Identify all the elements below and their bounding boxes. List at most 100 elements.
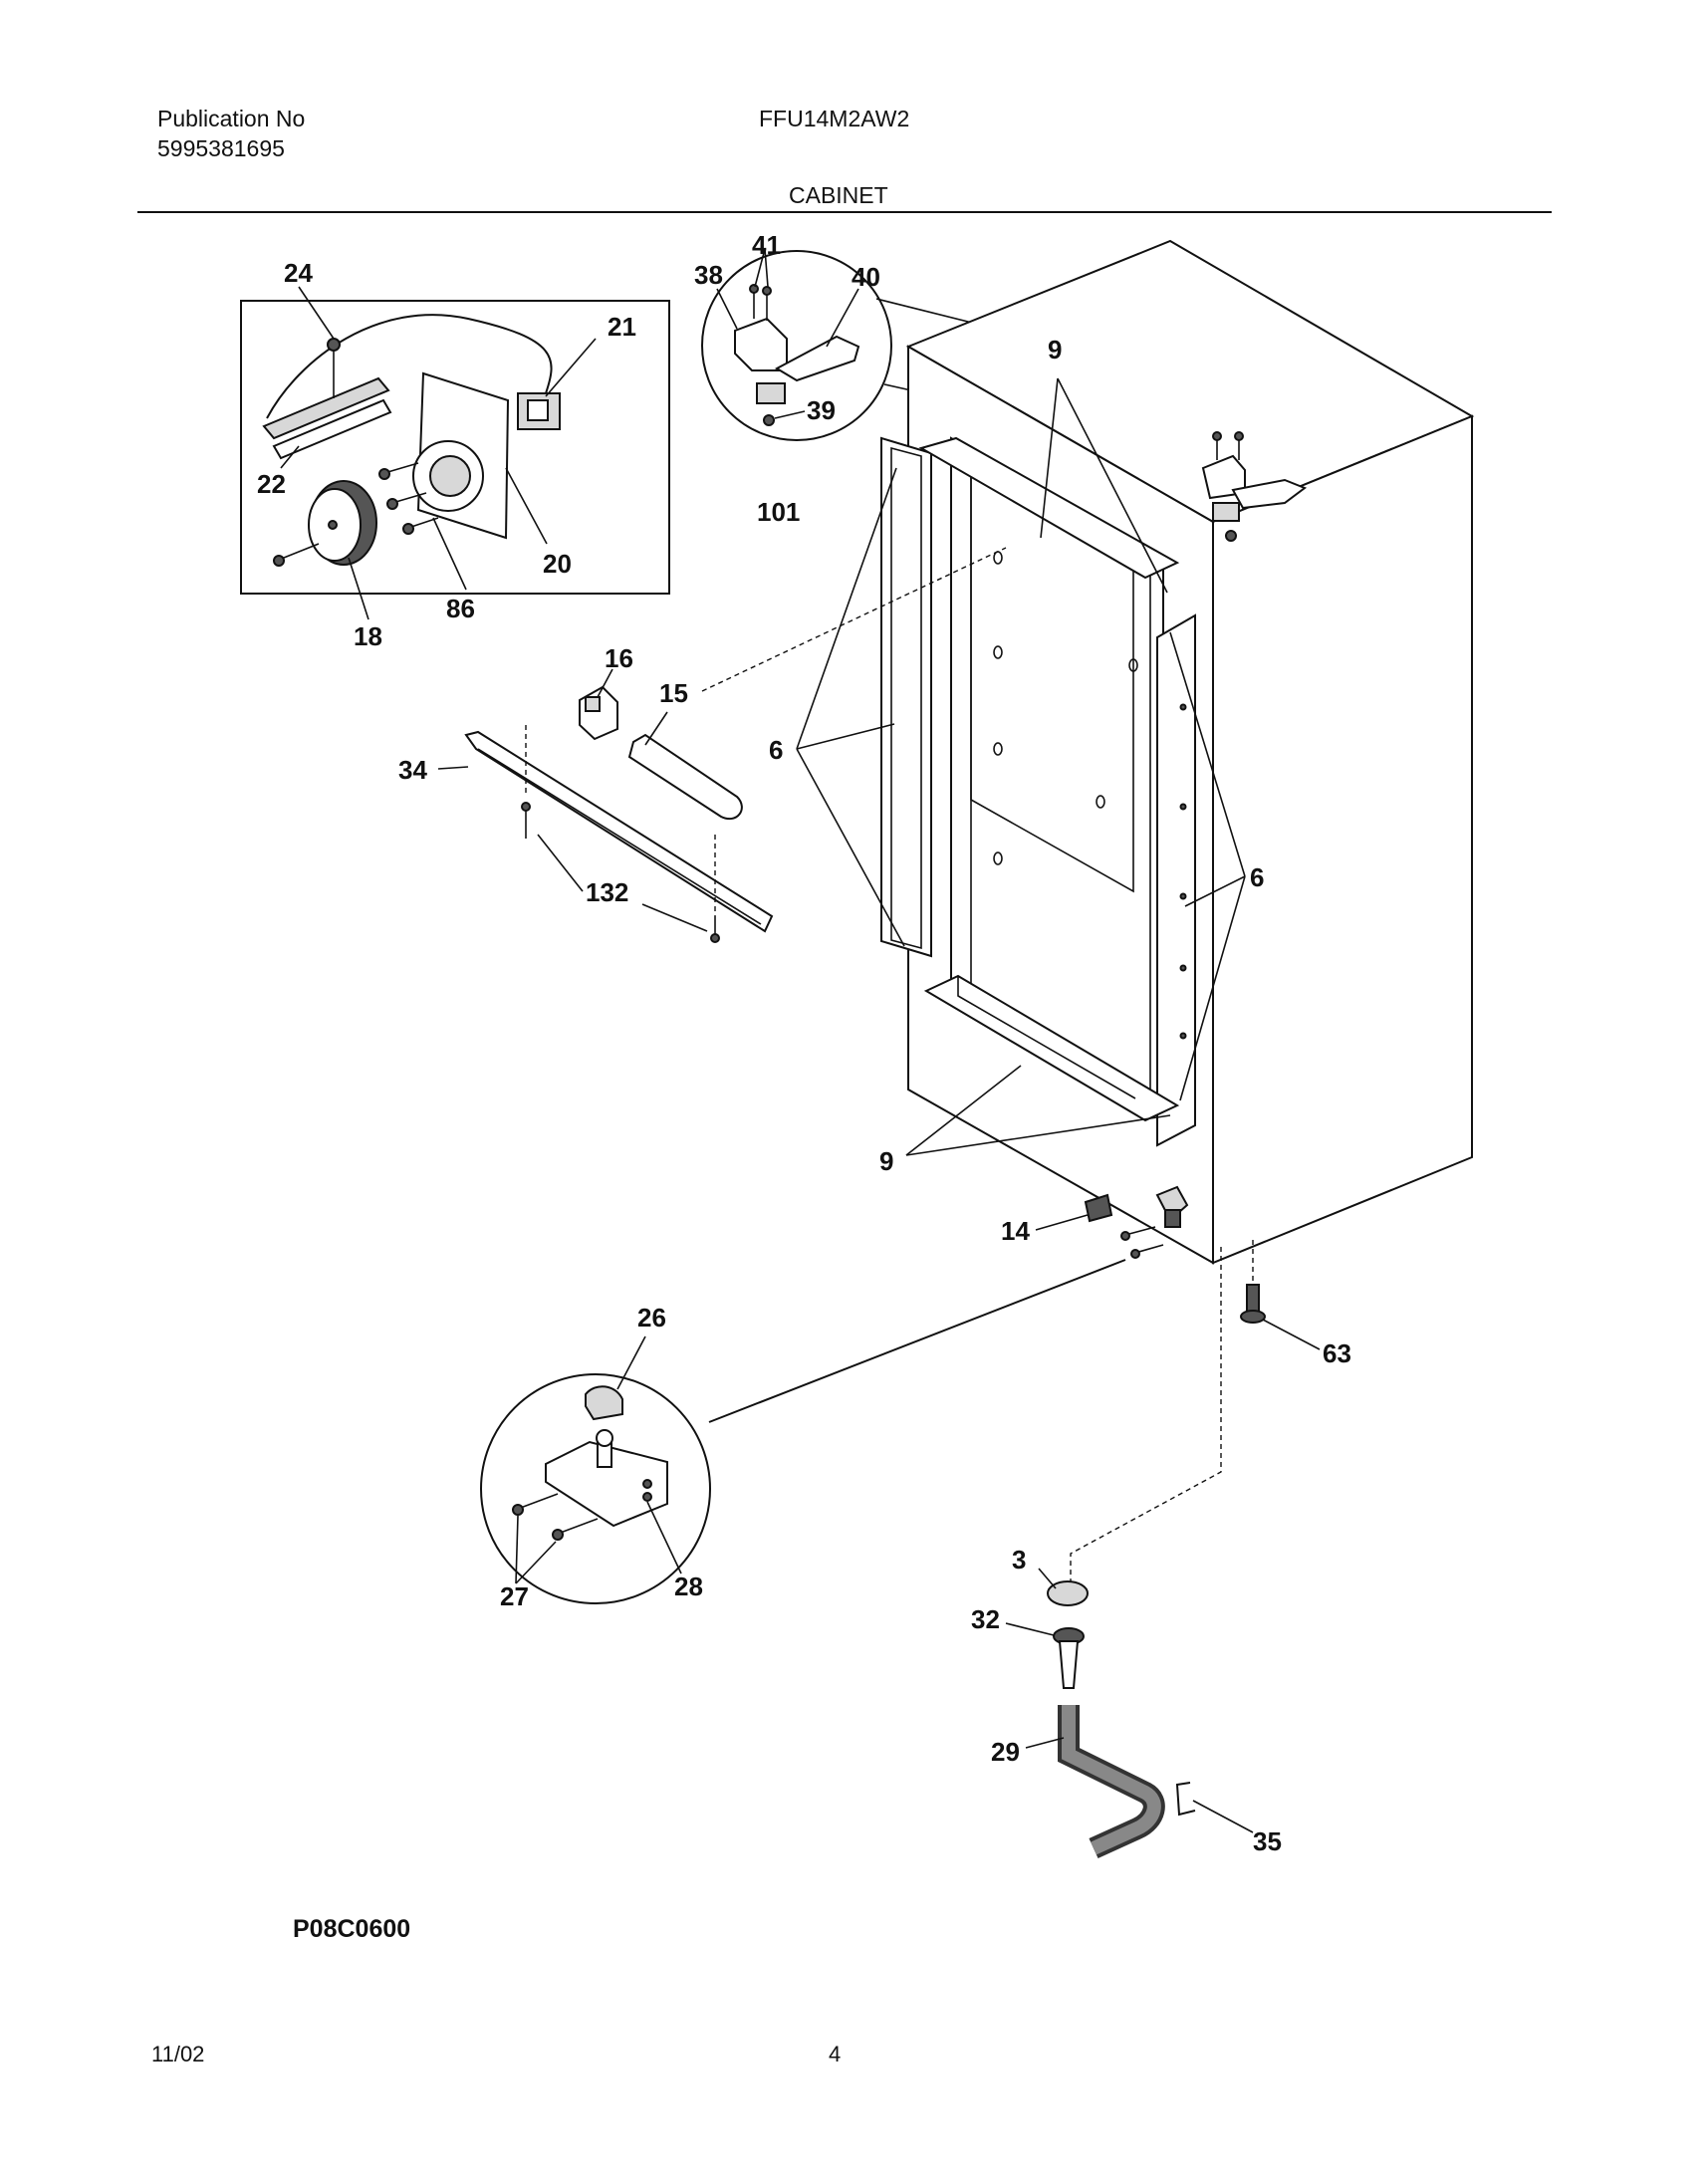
screw-132b — [710, 933, 720, 943]
callout-22: 22 — [257, 469, 286, 499]
callout-40: 40 — [852, 262, 880, 292]
thermostat-21 — [517, 392, 561, 430]
callout-26: 26 — [637, 1303, 666, 1333]
callout-35: 35 — [1253, 1826, 1282, 1856]
top-hinge-detail-101 — [701, 248, 997, 441]
callout-18: 18 — [354, 621, 382, 651]
leader-3 — [1038, 1568, 1057, 1589]
leader-9b-1 — [905, 1065, 1022, 1156]
leader-6a-1 — [796, 723, 895, 750]
detail-circle-bottom — [480, 1373, 711, 1604]
callout-15: 15 — [659, 678, 688, 708]
freezer-cabinet — [796, 239, 1475, 1265]
model-number: FFU14M2AW2 — [759, 106, 910, 131]
revision-date: 11/02 — [151, 2042, 205, 2066]
cabinet-side — [1212, 414, 1473, 1265]
screw-27b — [552, 1529, 564, 1541]
leveling-leg-63 — [1240, 1240, 1321, 1350]
capillary-tube — [266, 314, 553, 419]
leader-38 — [716, 288, 738, 330]
drain-plug-3 — [1047, 1580, 1089, 1606]
detail-connector-bottom — [883, 383, 912, 391]
housing-hole — [429, 455, 471, 497]
bulb-dashed-line — [701, 547, 1007, 692]
screw-41a — [749, 284, 759, 294]
inset-box — [240, 300, 670, 595]
light-shield-34 — [464, 730, 774, 933]
leader-132a — [537, 834, 584, 892]
leader-39 — [774, 410, 806, 419]
callout-3: 3 — [1012, 1545, 1026, 1575]
publication-number: 5995381695 — [157, 135, 285, 161]
drain-dashed-path — [1070, 1247, 1222, 1583]
leader-6b-2 — [1184, 875, 1246, 907]
bottom-hinge-installed — [1084, 1185, 1189, 1259]
hinge-bracket-28 — [545, 1440, 668, 1528]
leader-35 — [1192, 1800, 1254, 1833]
leader-15 — [644, 711, 668, 746]
callout-21: 21 — [608, 312, 636, 342]
leader-63 — [1262, 1319, 1321, 1350]
leader-9a-1 — [1040, 377, 1059, 539]
leader-21 — [545, 338, 597, 397]
leader-14 — [1035, 1214, 1089, 1231]
leader-24 — [298, 286, 335, 340]
bottom-hinge-detail — [480, 1259, 1126, 1604]
callout-132: 132 — [586, 877, 628, 907]
callout-32: 32 — [971, 1604, 1000, 1634]
breaker-trim-9-top — [918, 436, 1180, 580]
callout-27: 27 — [500, 1581, 529, 1611]
callout-28: 28 — [674, 1572, 703, 1601]
leader-22 — [280, 445, 300, 469]
callout-34: 34 — [398, 755, 427, 785]
publication-label: Publication No — [157, 106, 306, 131]
leader-34 — [437, 766, 469, 770]
callout-16: 16 — [605, 643, 633, 673]
callout-6-left: 6 — [769, 735, 783, 765]
callout-39: 39 — [807, 395, 836, 425]
light-parts — [437, 547, 1007, 943]
breaker-trim-6-left — [880, 436, 932, 958]
hinge-cap-26 — [585, 1385, 623, 1421]
top-hinge-installed — [1201, 431, 1308, 542]
hinge-block — [756, 382, 786, 404]
leader-28 — [646, 1501, 682, 1575]
leader-18 — [348, 557, 369, 620]
leader-132b — [641, 903, 708, 932]
leader-16 — [597, 668, 613, 698]
drain-assembly — [1005, 1247, 1254, 1859]
callout-38: 38 — [694, 260, 723, 290]
callout-9-top: 9 — [1048, 335, 1062, 364]
leader-27a — [515, 1515, 519, 1584]
thermostat-inset — [240, 286, 670, 620]
leader-6a-2 — [796, 748, 905, 947]
leader-6b-1 — [1169, 631, 1246, 877]
leader-41b — [764, 248, 769, 288]
leader-6a-3 — [796, 467, 897, 750]
callout-63: 63 — [1323, 1338, 1351, 1368]
clamp-strip-22 — [262, 376, 392, 460]
leader-86 — [432, 517, 467, 591]
page-number: 4 — [829, 2042, 842, 2066]
screws-86 — [273, 462, 439, 567]
leader-6b-3 — [1179, 875, 1246, 1101]
leader-27b — [515, 1541, 557, 1584]
leader-9b-2 — [905, 1114, 1171, 1156]
detail-connector — [708, 1259, 1126, 1423]
hinge-plate-38 — [734, 317, 788, 371]
callout-41: 41 — [752, 230, 781, 260]
light-bulb-15 — [627, 733, 743, 820]
hinge-arm-40 — [774, 335, 860, 382]
callout-6-right: 6 — [1250, 862, 1264, 892]
callout-labels: 24 21 22 20 18 86 41 38 40 39 101 9 9 6 … — [257, 230, 1351, 1856]
detail-circle-101 — [701, 250, 892, 441]
leader-29 — [1025, 1737, 1065, 1749]
washer-39 — [763, 414, 775, 426]
leader-40 — [826, 288, 859, 348]
screw-27a — [512, 1504, 524, 1516]
breaker-trim-9-bottom — [923, 974, 1180, 1122]
header-rule — [137, 211, 1552, 213]
thermostat-knob-18 — [308, 480, 377, 566]
callout-24: 24 — [284, 258, 313, 288]
